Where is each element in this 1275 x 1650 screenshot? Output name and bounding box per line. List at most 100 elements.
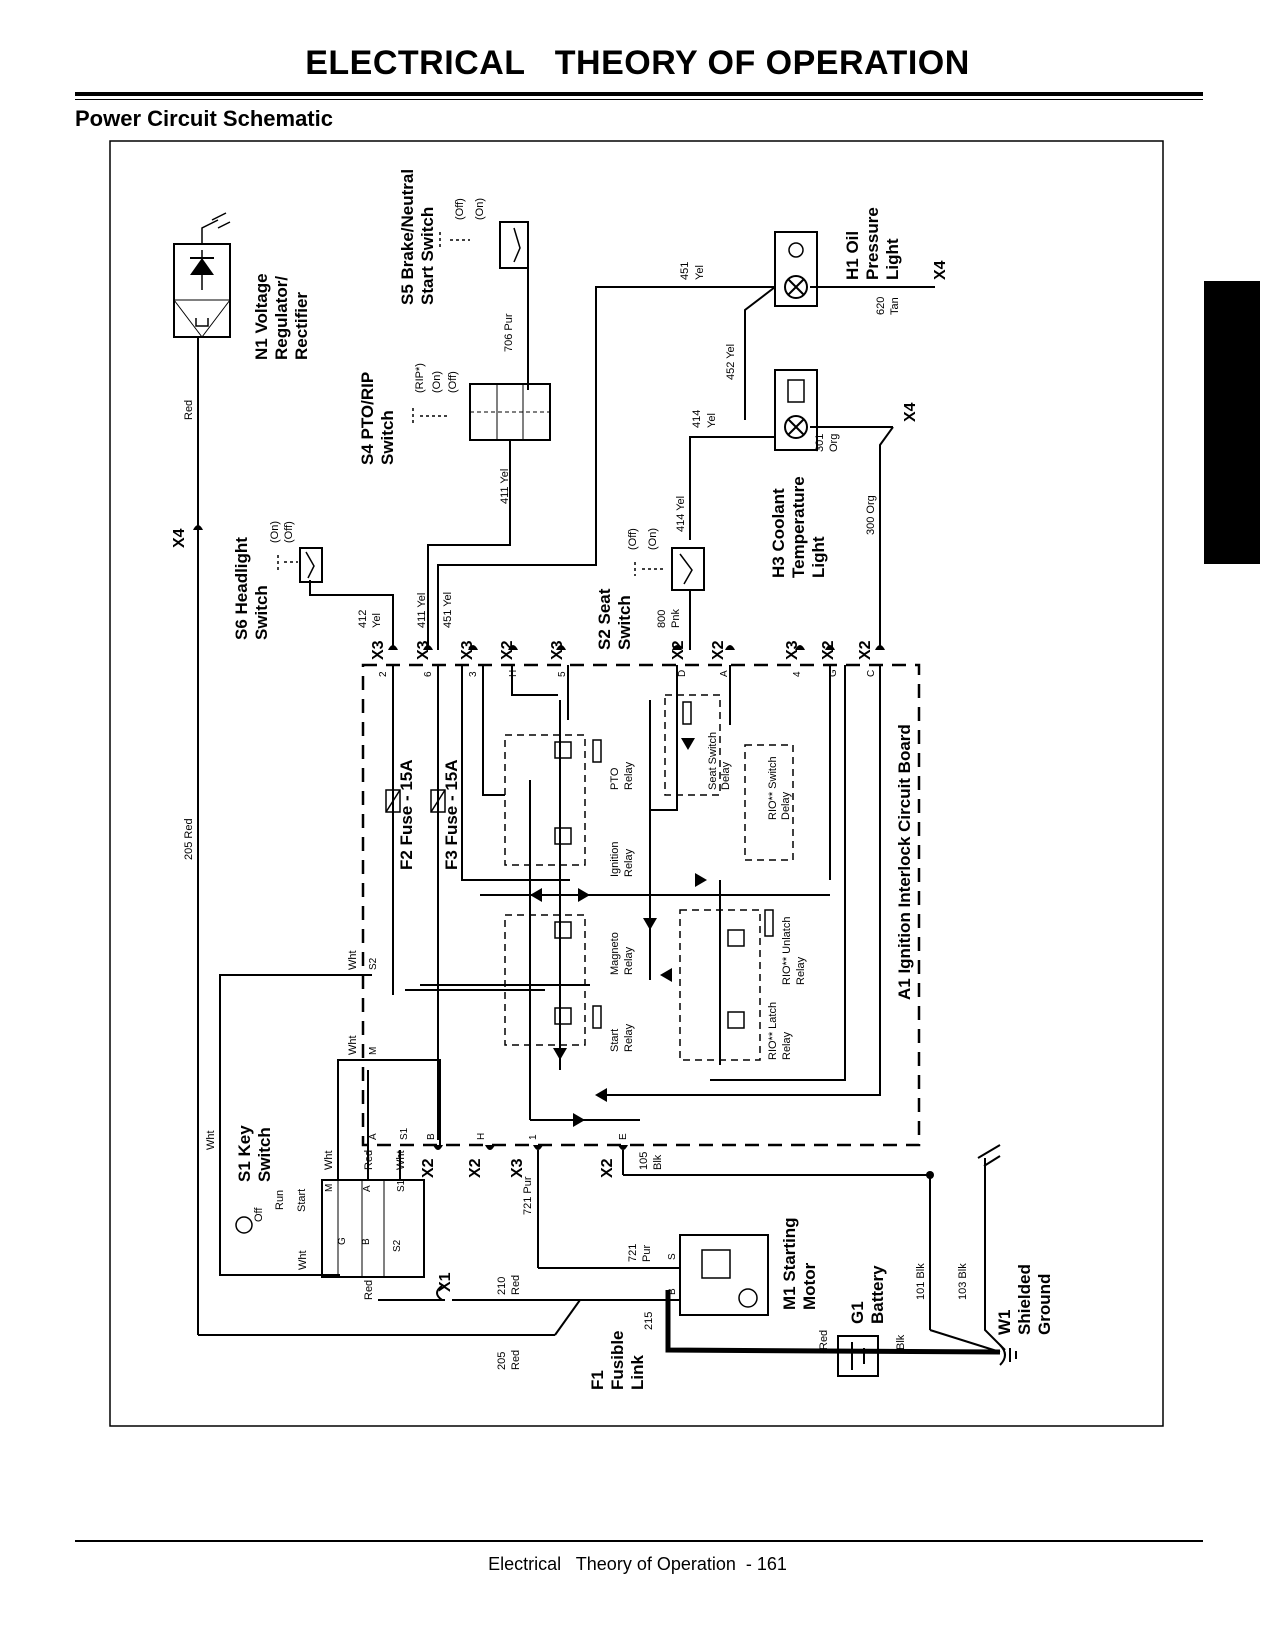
wire-int-5 <box>650 665 678 811</box>
magneto-relay-label: Magneto <box>609 932 621 975</box>
wire-int-3 <box>511 665 558 696</box>
pin-s1: S1 <box>399 1127 410 1140</box>
x3-label-2: X3 <box>415 640 432 660</box>
a1-board-outline <box>361 663 921 1147</box>
wire-label-205: 205 Red <box>183 818 195 860</box>
x2-label-4: X2 <box>820 640 837 660</box>
wire-label-620: 620 <box>875 297 887 315</box>
g1-battery <box>837 1335 879 1377</box>
wire-label-101: 101 Blk <box>915 1263 927 1300</box>
wire-205-link <box>554 1299 581 1336</box>
wire-label-205b-color: Red <box>510 1350 522 1370</box>
s1-pin-a: A <box>362 1185 373 1192</box>
x3-label-1b: X3 <box>509 1158 526 1178</box>
s4-state-rip: (RIP*) <box>414 363 426 393</box>
pin-s: S <box>667 1253 678 1260</box>
page-title: ELECTRICAL THEORY OF OPERATION <box>305 44 970 82</box>
pin-c: C <box>866 670 877 677</box>
pto-relay-label-2: Relay <box>623 761 635 790</box>
pin-5: 5 <box>557 671 568 677</box>
pin-4: 4 <box>792 671 803 677</box>
s2-state-on: (On) <box>647 528 659 550</box>
wire-300-org <box>879 426 894 650</box>
s6-state-off: (Off) <box>283 521 295 543</box>
x3-label-3: X3 <box>459 640 476 660</box>
s4-state-on: (On) <box>431 371 443 393</box>
wire-label-wht-3: Wht <box>347 950 359 970</box>
s1-pin-g: G <box>337 1237 348 1245</box>
wire-label-103: 103 Blk <box>957 1263 969 1300</box>
x3-label-5: X3 <box>784 640 801 660</box>
h1-label-2: Pressure <box>863 207 882 280</box>
n1-voltage-regulator <box>173 212 231 338</box>
h1-oil-pressure-light <box>774 231 818 307</box>
board-connectors <box>193 525 885 1150</box>
x3-label-4: X3 <box>549 640 566 660</box>
wire-label-800-color: Pnk <box>670 609 682 628</box>
s1-state-start: Start <box>296 1189 308 1212</box>
m1-starter-motor <box>679 1234 769 1316</box>
x2-label-2: X2 <box>670 640 687 660</box>
x2-label-b: X2 <box>420 1158 437 1178</box>
wire-label-wht-s1: Wht <box>395 1150 407 1170</box>
s1-state-run: Run <box>274 1190 286 1210</box>
wire-label-blk-battery: Blk <box>895 1334 907 1350</box>
wire-label-721b-color: Pur <box>641 1245 653 1262</box>
wire-wht-loop <box>219 974 372 1276</box>
ignition-relay-label: Ignition <box>609 842 621 877</box>
s2-label: S2 Seat <box>595 588 614 650</box>
x1-connector <box>436 1285 443 1301</box>
rio-switch-delay-label-2: Delay <box>780 791 792 820</box>
ground-junction <box>926 1171 934 1179</box>
s2-state-off: (Off) <box>627 528 639 550</box>
w1-label-3: Ground <box>1035 1274 1054 1335</box>
f1-label-3: Link <box>628 1355 647 1390</box>
x2-label-h: X2 <box>467 1158 484 1178</box>
x2-label-3: X2 <box>710 640 727 660</box>
wire-label-wht-5: Wht <box>323 1150 335 1170</box>
x2-label-1: X2 <box>499 640 516 660</box>
relay-blocks <box>504 694 794 1061</box>
wire-label-412: 412 <box>357 610 369 628</box>
s6-label: S6 Headlight <box>232 537 251 640</box>
s4-label-2: Switch <box>378 410 397 465</box>
s1-label: S1 Key <box>235 1125 254 1182</box>
wire-label-451: 451 <box>679 262 691 280</box>
g1-label: G1 <box>848 1301 867 1324</box>
f1-label: F1 <box>588 1370 607 1390</box>
s1-pin-m: M <box>324 1184 335 1192</box>
wire-label-205b: 205 <box>496 1352 508 1370</box>
s1-pin-s2: S2 <box>392 1239 403 1252</box>
wire-label-411-top: 411 Yel <box>499 469 511 504</box>
wire-414-yel <box>689 436 775 540</box>
wire-label-red-a: Red <box>363 1150 375 1170</box>
wire-wht-m <box>337 1059 441 1180</box>
w1-ground <box>977 1144 1017 1366</box>
wire-int-8 <box>600 665 881 1096</box>
start-relay-label: Start <box>609 1029 621 1052</box>
s2-label-2: Switch <box>615 595 634 650</box>
wire-label-721: 721 Pur <box>522 1176 534 1215</box>
pin-g: G <box>828 669 839 677</box>
s1-state-off: Off <box>253 1207 265 1222</box>
rio-switch-delay-label: RIO** Switch <box>767 756 779 820</box>
magneto-relay-label-2: Relay <box>623 946 635 975</box>
header-rule <box>75 92 1203 96</box>
wire-label-105: 105 <box>638 1152 650 1170</box>
s5-state-on: (On) <box>474 198 486 220</box>
wire-label-210-color: Red <box>510 1275 522 1295</box>
m1-label: M1 Starting <box>780 1217 799 1310</box>
wire-label-706: 706 Pur <box>503 313 515 352</box>
s5-switch-symbol <box>439 221 529 269</box>
wire-label-210: 210 <box>496 1277 508 1295</box>
s1-pin-s1: S1 <box>396 1179 407 1192</box>
m1-label-2: Motor <box>800 1262 819 1310</box>
wire-label-414: 414 <box>691 410 703 428</box>
pin-a: A <box>719 670 730 677</box>
wire-label-721b: 721 <box>627 1244 639 1262</box>
s4-switch-symbol <box>412 383 551 441</box>
wire-int-2 <box>461 665 570 881</box>
rio-latch-label-2: Relay <box>781 1031 793 1060</box>
wire-101-tail <box>929 1329 1001 1353</box>
wire-label-215: 215 <box>643 1312 655 1330</box>
